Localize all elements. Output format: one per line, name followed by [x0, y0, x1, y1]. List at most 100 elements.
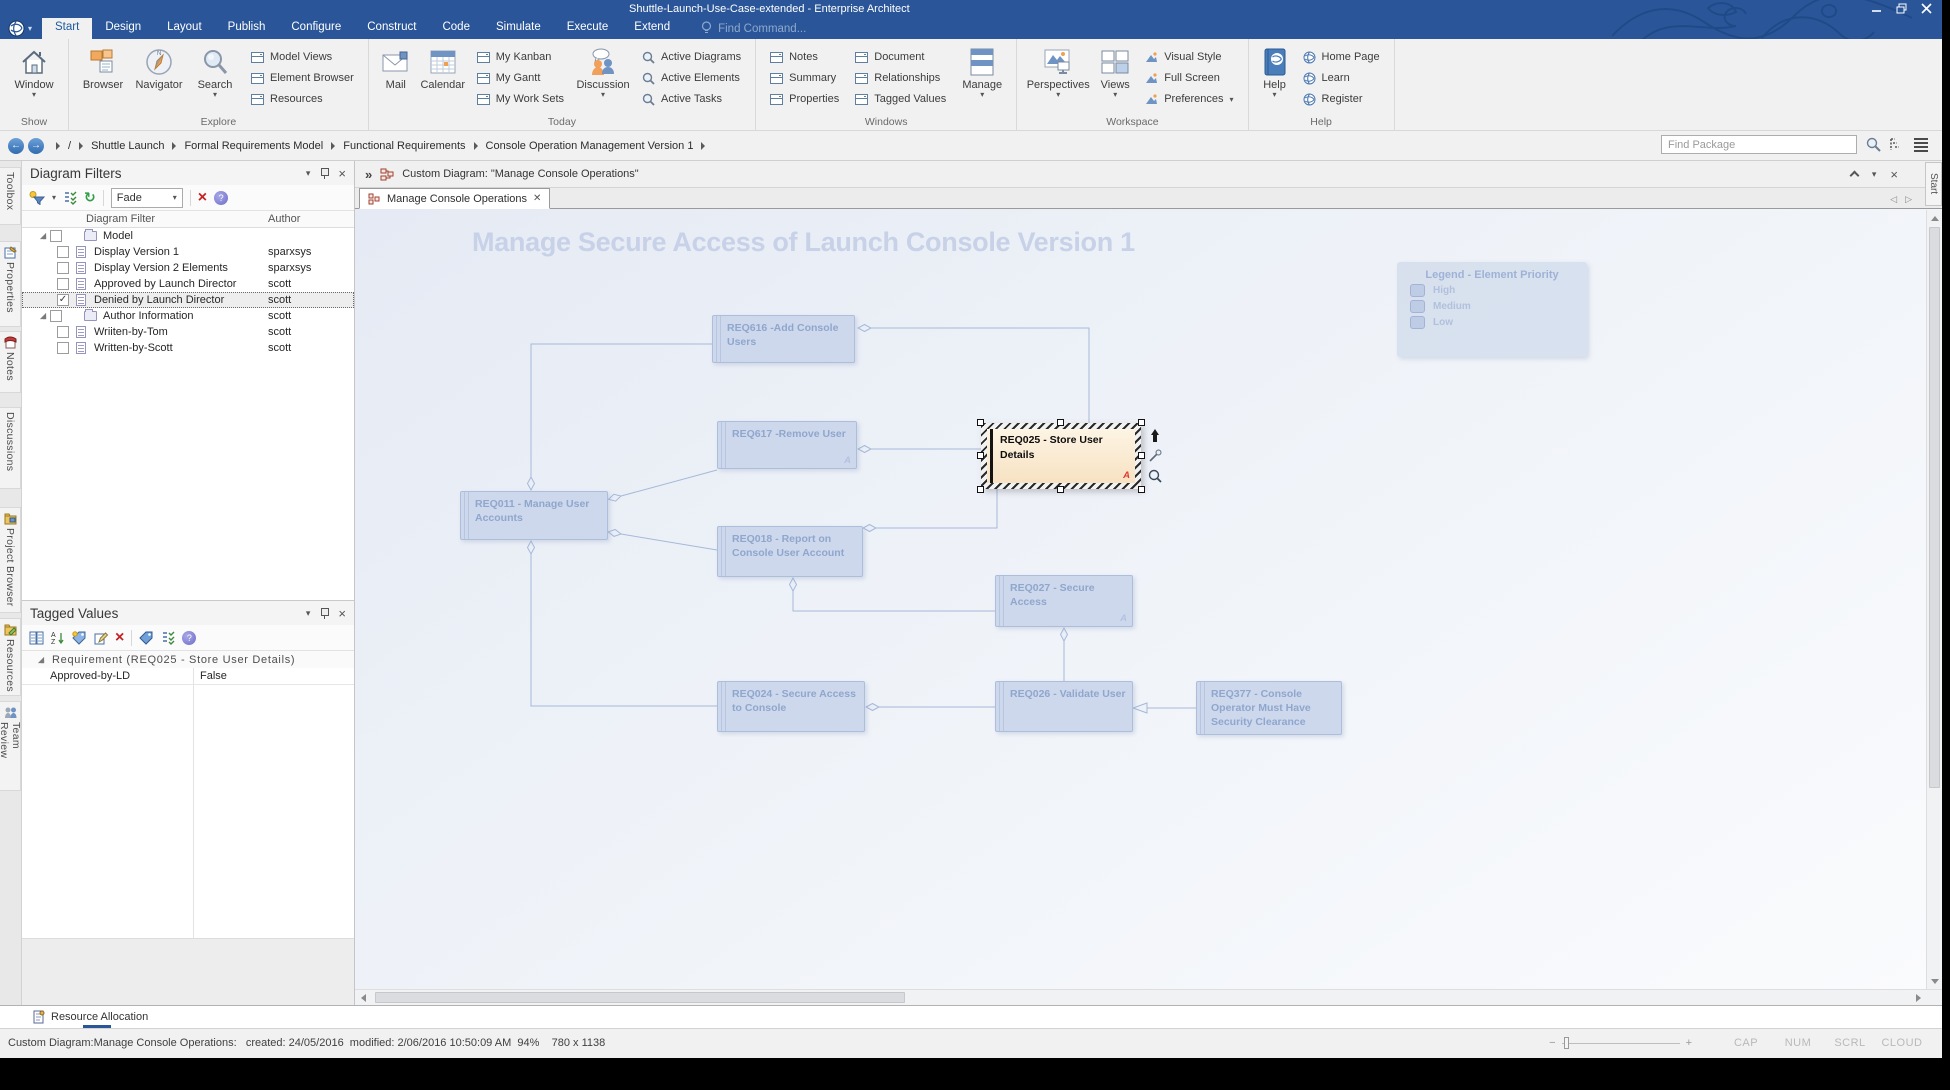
delete-filter-icon[interactable]: × [197, 188, 208, 206]
tab-layout[interactable]: Layout [167, 21, 202, 33]
req-node-req024[interactable]: REQ024 - Secure Access to Console [717, 681, 865, 732]
zoom-in-icon[interactable]: + [1685, 1037, 1692, 1049]
panel-menu-caret-icon[interactable]: ▾ [305, 607, 311, 618]
help-icon[interactable]: ? [214, 190, 229, 205]
grid-view-icon[interactable] [29, 631, 44, 645]
help-icon[interactable]: ? [182, 630, 197, 645]
active-diagrams-button[interactable]: Active Diagrams [642, 48, 741, 66]
resize-handle-s[interactable] [1057, 486, 1064, 493]
collapse-icon[interactable] [1849, 170, 1860, 181]
quick-link-icon[interactable] [1148, 449, 1162, 463]
filter-row-written-by-scott[interactable]: Written-by-Scott scott [22, 340, 354, 356]
close-tab-icon[interactable]: ✕ [533, 193, 542, 204]
tagged-values-group-header[interactable]: Requirement (REQ025 - Store User Details… [22, 651, 354, 668]
caret-down-icon[interactable]: ▾ [52, 193, 57, 202]
tag-value[interactable]: False [200, 670, 227, 682]
pin-icon[interactable] [320, 607, 330, 619]
browser-button[interactable]: Browser [75, 42, 131, 91]
new-filter-icon[interactable] [29, 190, 45, 205]
filter-mode-dropdown[interactable]: Fade▾ [110, 187, 183, 208]
pin-icon[interactable] [320, 167, 330, 179]
summary-button[interactable]: Summary [770, 69, 839, 87]
filter-row-author-information[interactable]: Author Information scott [22, 308, 354, 324]
new-tag-icon[interactable] [72, 630, 87, 645]
checkbox[interactable] [57, 278, 69, 290]
tab-manage-console-operations[interactable]: Manage Console Operations ✕ [359, 188, 551, 209]
expander-icon[interactable] [39, 312, 47, 320]
hamburger-menu-icon[interactable] [1914, 137, 1928, 152]
move-up-arrow-icon[interactable] [1148, 428, 1162, 443]
tab-design[interactable]: Design [105, 21, 142, 33]
resize-handle-ne[interactable] [1138, 419, 1145, 426]
resize-handle-w[interactable] [977, 452, 984, 459]
notes-button[interactable]: Notes [770, 48, 839, 66]
resize-handle-sw[interactable] [977, 486, 984, 493]
tab-scroll-arrows[interactable]: ◁▷ [1890, 194, 1920, 204]
req-node-req011[interactable]: REQ011 - Manage User Accounts [460, 491, 608, 540]
req-node-req616[interactable]: REQ616 -Add Console Users [712, 315, 855, 363]
req-node-req025-selected[interactable]: REQ025 - Store User Details A [977, 419, 1145, 493]
close-diagram-icon[interactable]: × [1890, 166, 1898, 182]
caret-down-icon[interactable]: ▾ [1871, 168, 1877, 179]
filter-row-wriiten-by-tom[interactable]: Wriiten-by-Tom scott [22, 324, 354, 340]
tab-code[interactable]: Code [442, 21, 470, 33]
checkbox-checked[interactable]: ✓ [57, 294, 69, 306]
breadcrumb-shuttle-launch[interactable]: Shuttle Launch [91, 139, 165, 152]
find-package-input[interactable] [1661, 135, 1857, 154]
checkbox[interactable] [57, 262, 69, 274]
sidebar-tab-project-browser[interactable]: Project Browser [0, 507, 21, 613]
tab-configure[interactable]: Configure [291, 21, 342, 33]
req-node-req617[interactable]: REQ617 -Remove User A [717, 421, 857, 469]
column-diagram-filter[interactable]: Diagram Filter [86, 213, 156, 225]
vertical-scroll-thumb[interactable] [1929, 227, 1940, 788]
tab-execute[interactable]: Execute [566, 21, 609, 33]
sidebar-tab-team-review[interactable]: Team Review [0, 701, 22, 791]
model-views-button[interactable]: Model Views [251, 48, 354, 66]
req-node-req018[interactable]: REQ018 - Report on Console User Account [717, 526, 863, 577]
my-kanban-button[interactable]: My Kanban [476, 48, 564, 66]
sidebar-tab-properties[interactable]: Properties [0, 241, 21, 327]
scroll-down-button[interactable] [1927, 973, 1943, 989]
relationships-button[interactable]: Relationships [855, 69, 946, 87]
req-node-req377[interactable]: REQ377 - Console Operator Must Have Secu… [1196, 681, 1342, 735]
properties-button[interactable]: Properties [770, 90, 839, 108]
checkbox[interactable] [57, 342, 69, 354]
diagram-canvas[interactable]: Manage Secure Access of Launch Console V… [355, 209, 1942, 989]
close-panel-icon[interactable]: × [338, 165, 346, 181]
discussion-button[interactable]: Discussion▾ [572, 42, 634, 99]
app-logo-button[interactable]: ▾ [0, 18, 42, 39]
filter-row-display-version-2[interactable]: Display Version 2 Elements sparxsys [22, 260, 354, 276]
close-panel-icon[interactable]: × [338, 605, 346, 621]
scroll-right-button[interactable] [1910, 990, 1926, 1006]
active-elements-button[interactable]: Active Elements [642, 69, 741, 87]
resize-handle-e[interactable] [1138, 452, 1145, 459]
tagged-value-row[interactable]: Approved-by-LD False [22, 668, 354, 685]
close-button[interactable] [1921, 3, 1932, 14]
visual-style-button[interactable]: Visual Style [1145, 48, 1233, 66]
checkbox[interactable] [57, 326, 69, 338]
perspectives-button[interactable]: Perspectives▾ [1023, 42, 1093, 99]
start-side-tab[interactable]: Start [1925, 162, 1942, 206]
resize-handle-n[interactable] [1057, 419, 1064, 426]
resources-button[interactable]: Resources [251, 90, 354, 108]
tab-start[interactable]: Start [42, 18, 93, 39]
restore-button[interactable] [1896, 3, 1907, 14]
filter-row-approved-by-launch-director[interactable]: Approved by Launch Director scott [22, 276, 354, 292]
search-icon[interactable] [1866, 137, 1881, 152]
panel-menu-caret-icon[interactable]: ▾ [305, 167, 311, 178]
depth-options-icon[interactable] [1890, 138, 1905, 151]
breadcrumb-formal-requirements-model[interactable]: Formal Requirements Model [184, 139, 324, 152]
breadcrumb-functional-requirements[interactable]: Functional Requirements [343, 139, 466, 152]
navigator-button[interactable]: N Navigator [131, 42, 187, 91]
manage-button[interactable]: Manage▾ [954, 42, 1010, 99]
resize-handle-se[interactable] [1138, 486, 1145, 493]
horizontal-scroll-thumb[interactable] [375, 992, 905, 1003]
home-page-button[interactable]: Home Page [1303, 48, 1380, 66]
full-screen-button[interactable]: Full Screen [1145, 69, 1233, 87]
scroll-up-button[interactable] [1927, 210, 1943, 226]
resource-allocation-tab[interactable]: Resource Allocation [33, 1006, 148, 1028]
filter-row-display-version-1[interactable]: Display Version 1 sparxsys [22, 244, 354, 260]
learn-button[interactable]: Learn [1303, 69, 1380, 87]
tab-construct[interactable]: Construct [367, 21, 417, 33]
zoom-slider-knob[interactable] [1563, 1036, 1569, 1049]
